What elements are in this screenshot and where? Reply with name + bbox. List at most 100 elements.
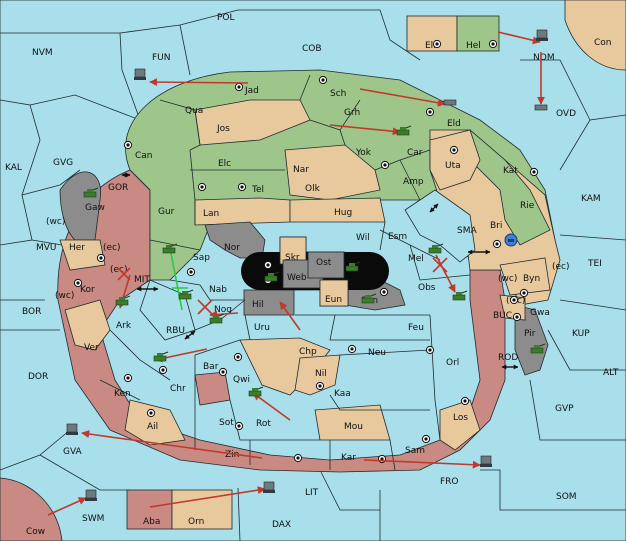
territory-elf[interactable]: [406, 15, 458, 52]
label-cow: Cow: [26, 527, 45, 537]
label-kup: KUP: [572, 329, 590, 339]
label-kaa: Kaa: [334, 389, 351, 399]
label-ovd: OVD: [556, 109, 576, 119]
label-zin: Zin: [225, 450, 239, 460]
army-icon[interactable]: [83, 187, 99, 198]
label-elf: Elf: [425, 41, 437, 51]
label-eun: Eun: [325, 295, 342, 305]
label-gaw-wc: (wc): [46, 217, 65, 227]
label-fro: FRO: [440, 477, 459, 487]
label-ken: Ken: [114, 389, 131, 399]
fleet-icon[interactable]: [534, 104, 548, 111]
fleet-icon[interactable]: [66, 423, 78, 435]
territory-nil[interactable]: [294, 354, 341, 396]
fleet-icon[interactable]: [536, 29, 548, 41]
dislodged-marks: [117, 257, 448, 315]
label-byn-ec: (ec): [552, 262, 570, 272]
label-cob: COB: [302, 44, 322, 54]
order-grh-car: [329, 124, 401, 136]
label-bor: BOR: [22, 307, 41, 317]
label-som: SOM: [556, 492, 577, 502]
label-nog: Nog: [214, 305, 232, 315]
label-olk: Olk: [305, 184, 321, 194]
sea-borders: [0, 9, 626, 541]
label-eld: Eld: [447, 119, 461, 129]
supply-center-icon: [512, 312, 522, 322]
label-ver: Ver: [84, 343, 99, 353]
label-elc: Elc: [218, 159, 231, 169]
army-icon[interactable]: [115, 295, 131, 306]
army-icon[interactable]: [396, 125, 412, 136]
territory-ail[interactable]: [124, 399, 186, 446]
territory-kor-ver[interactable]: [64, 299, 111, 351]
army-icon[interactable]: [361, 293, 377, 304]
supply-center-icon: [146, 408, 156, 418]
supply-center-icon: [234, 82, 244, 92]
supply-center-icon: [197, 182, 207, 192]
army-icon[interactable]: [209, 313, 225, 324]
fleet-icon[interactable]: [480, 455, 492, 467]
army-icon[interactable]: [248, 386, 264, 397]
label-rot: Rot: [256, 419, 271, 429]
label-mvu: MVU: [36, 243, 57, 253]
label-nab: Nab: [209, 285, 227, 295]
label-aba: Aba: [143, 517, 160, 527]
army-icon[interactable]: [530, 343, 546, 354]
label-her: Her: [69, 243, 85, 253]
order-zin-gva: [81, 430, 263, 459]
army-icon[interactable]: [264, 271, 280, 282]
label-obs: Obs: [418, 283, 436, 293]
territory-pir[interactable]: [514, 304, 549, 376]
label-ail: Ail: [147, 422, 158, 432]
fleet-icon[interactable]: [443, 99, 457, 106]
army-icon[interactable]: [153, 351, 169, 362]
order-mel-obs: [435, 254, 456, 293]
label-chp: Chp: [299, 347, 317, 357]
internal-borders: [99, 74, 471, 471]
army-icon[interactable]: [178, 289, 194, 300]
territory-uta[interactable]: [429, 129, 481, 191]
fleet-icon[interactable]: [263, 481, 275, 493]
convoy-markers: [121, 172, 519, 370]
army-icon[interactable]: [452, 290, 468, 301]
label-nvm: NVM: [32, 48, 53, 58]
label-neu: Neu: [368, 348, 386, 358]
label-kor-wc: (wc): [55, 291, 74, 301]
label-nar: Nar: [293, 165, 309, 175]
supply-center-icon: [96, 253, 106, 263]
territory-bar[interactable]: [194, 371, 231, 406]
fleet-icon[interactable]: [504, 233, 518, 247]
territory-aba[interactable]: [126, 489, 173, 530]
territory-gaw[interactable]: [59, 171, 102, 241]
supply-center-icon: [347, 344, 357, 354]
label-her-ec: (ec): [103, 243, 121, 253]
label-gva: GVA: [63, 447, 83, 457]
army-icon[interactable]: [162, 243, 178, 254]
supply-center-icon: [460, 396, 470, 406]
territory-skr-overlay[interactable]: [279, 236, 307, 265]
fleet-icon[interactable]: [85, 489, 97, 501]
label-grh: Grh: [344, 108, 360, 118]
supply-center-icon: [293, 453, 303, 463]
supply-center-icon: [315, 381, 325, 391]
territory-byn[interactable]: [499, 257, 551, 296]
label-web: Web: [287, 273, 307, 283]
territory-ost-overlay[interactable]: [307, 251, 345, 279]
supply-center-icon: [263, 260, 273, 270]
territory-eun-overlay[interactable]: [319, 279, 349, 307]
army-icon[interactable]: [345, 261, 361, 272]
territory-her[interactable]: [59, 239, 106, 271]
sea-sma[interactable]: [404, 189, 476, 263]
units: [66, 29, 548, 501]
label-sch: Sch: [330, 89, 346, 99]
territory-kat-rie[interactable]: [469, 129, 551, 246]
label-ark: Ark: [116, 321, 132, 331]
supply-center-icon: [379, 287, 389, 297]
label-dor: DOR: [28, 372, 48, 382]
label-mit-ec: (ec): [110, 265, 128, 275]
fleet-icon[interactable]: [134, 68, 146, 80]
x-mark-icon: [432, 257, 448, 273]
supply-center-icon: [492, 239, 502, 249]
army-icon[interactable]: [428, 243, 444, 254]
